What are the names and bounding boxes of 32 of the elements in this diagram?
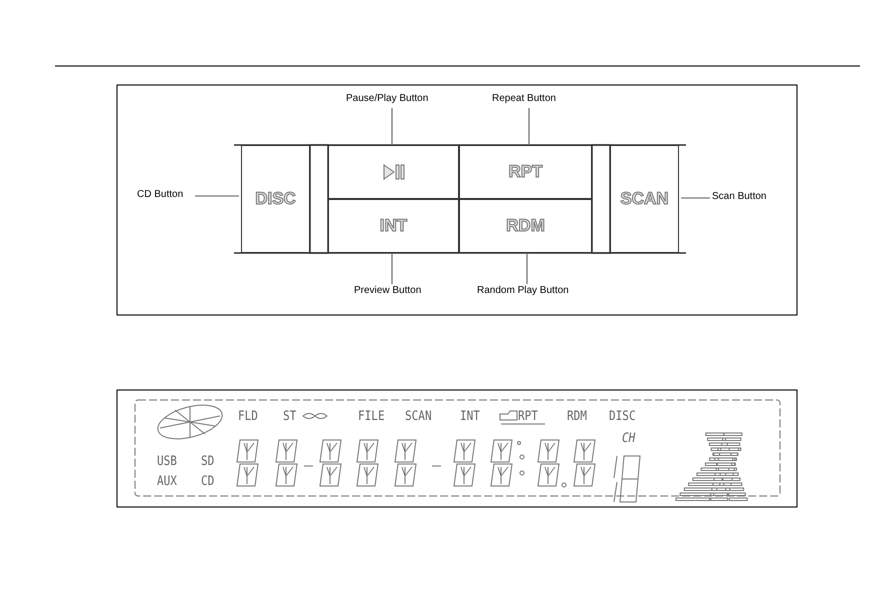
- button-label: INT: [380, 216, 408, 236]
- panel-button: [328, 199, 459, 253]
- lcd-indicator-label: FLD: [238, 410, 258, 424]
- lcd-indicator-label: RDM: [567, 410, 587, 424]
- panel-button: [459, 145, 592, 199]
- lcd-indicator-label: SCAN: [405, 410, 432, 424]
- lcd-indicator-label: FILE: [358, 410, 385, 424]
- callout-label: CD Button: [137, 189, 193, 203]
- leader-line: [528, 108, 530, 144]
- lcd-indicator-label: INT: [460, 410, 480, 424]
- panel-button: [610, 145, 679, 253]
- lcd-indicator-label: CH: [622, 432, 636, 446]
- lcd-indicator-label: SD: [201, 455, 214, 469]
- lcd-indicator-label: DISC: [609, 410, 636, 424]
- lcd-indicator-label: CD: [201, 475, 214, 489]
- callout-label: Scan Button: [712, 191, 774, 205]
- callout-label: Repeat Button: [492, 93, 566, 107]
- button-label: DISC: [255, 189, 296, 209]
- button-label: RPT: [508, 162, 542, 182]
- lcd-indicator-label: ST: [283, 410, 296, 424]
- callout-label: Random Play Button: [477, 285, 577, 299]
- callout-label: Preview Button: [354, 285, 430, 299]
- button-label: RDM: [506, 216, 545, 236]
- panel-button: [241, 145, 310, 253]
- callout-label: Pause/Play Button: [346, 93, 438, 107]
- lcd-indicator-label: RPT: [518, 410, 538, 424]
- button-label: SCAN: [620, 189, 669, 209]
- panel-button: [459, 199, 592, 253]
- panel-button: [328, 145, 459, 199]
- lcd-indicator-label: AUX: [157, 475, 177, 489]
- lcd-indicator-label: USB: [157, 455, 177, 469]
- leader-line: [526, 254, 528, 284]
